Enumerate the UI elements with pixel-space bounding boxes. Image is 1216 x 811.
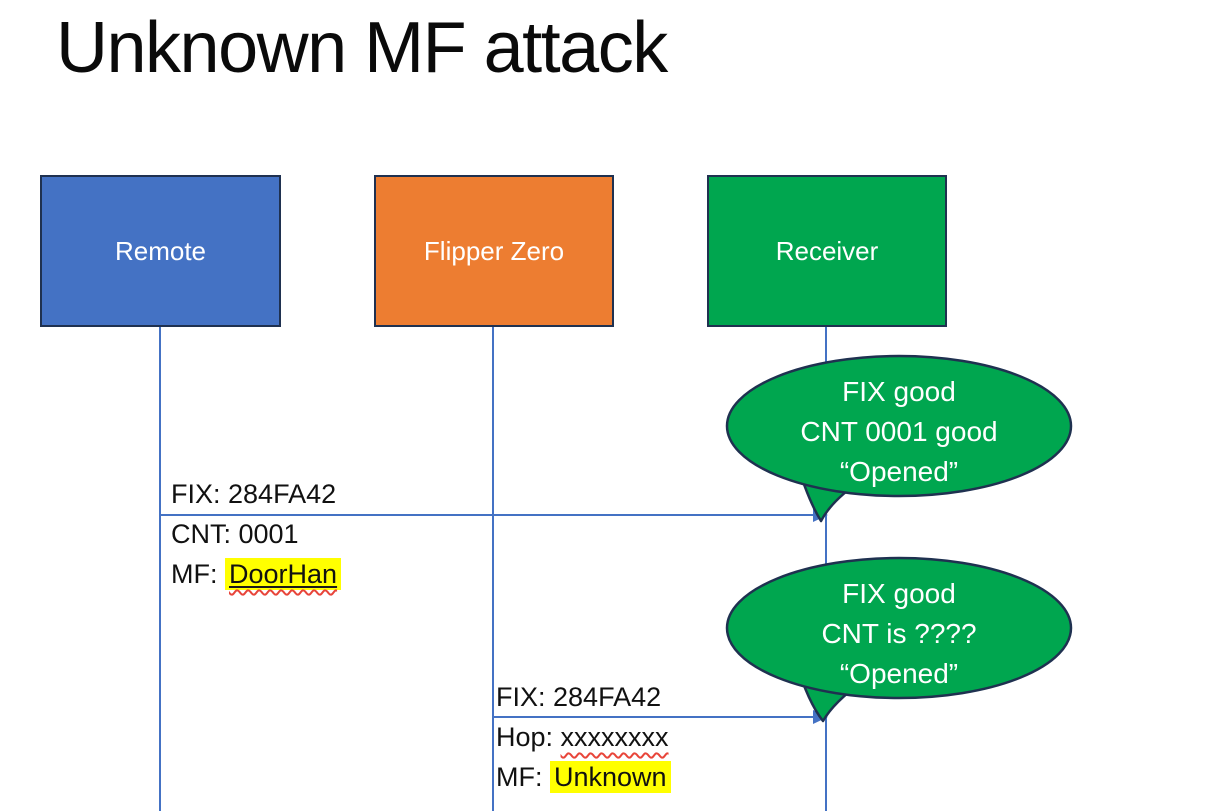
message-line: MF: Unknown — [496, 757, 671, 797]
actor-label-receiver: Receiver — [775, 235, 879, 266]
actor-box-receiver: Receiver — [707, 175, 947, 327]
field-value: 0001 — [238, 519, 299, 549]
bubble-line: CNT 0001 good — [800, 416, 998, 447]
speech-bubble-2 — [725, 556, 1073, 723]
message-label-remote-to-receiver: FIX: 284FA42 CNT: 0001 MF: DoorHan — [171, 474, 342, 594]
field-value: xxxxxxxx — [560, 722, 669, 752]
lifeline-remote — [159, 327, 161, 811]
spellcheck-squiggle: DoorHan — [225, 558, 342, 590]
actor-box-flipper-zero: Flipper Zero — [374, 175, 614, 327]
speech-bubble-1 — [725, 354, 1073, 523]
bubble-line: “Opened” — [839, 658, 959, 689]
field-prefix: Hop: — [496, 722, 561, 752]
message-line: FIX: 284FA42 — [171, 474, 341, 514]
speech-bubble-ellipse — [725, 556, 1073, 700]
bubble-line: FIX good — [842, 376, 956, 407]
message-line: Hop: xxxxxxxx — [496, 717, 671, 757]
slide-title: Unknown MF attack — [56, 8, 668, 88]
field-prefix: FIX: — [171, 479, 229, 509]
speech-bubble-1-text: FIX good CNT 0001 good “Opened” — [727, 372, 1071, 492]
field-value-highlighted: DoorHan — [225, 558, 342, 590]
field-prefix: MF: — [496, 762, 550, 792]
actor-label-flipper-zero: Flipper Zero — [423, 235, 565, 266]
field-value: 284FA42 — [228, 479, 337, 509]
speech-bubble-2-text: FIX good CNT is ???? “Opened” — [727, 574, 1071, 694]
bubble-line: “Opened” — [839, 456, 959, 487]
field-value: 284FA42 — [553, 682, 662, 712]
actor-box-remote: Remote — [40, 175, 281, 327]
message-line: FIX: 284FA42 — [496, 677, 671, 717]
field-prefix: FIX: — [496, 682, 554, 712]
message-line: MF: DoorHan — [171, 554, 342, 594]
field-prefix: CNT: — [171, 519, 239, 549]
speech-bubble-ellipse — [725, 354, 1073, 498]
actor-label-remote: Remote — [114, 235, 207, 266]
spellcheck-squiggle: xxxxxxxx — [561, 722, 669, 752]
lifeline-flipper-zero — [492, 327, 494, 811]
field-value-highlighted: Unknown — [550, 761, 671, 793]
message-label-flipper-to-receiver: FIX: 284FA42 Hop: xxxxxxxx MF: Unknown — [496, 677, 671, 797]
message-arrow-flipper-to-receiver — [493, 716, 814, 718]
field-prefix: MF: — [171, 559, 225, 589]
message-line: CNT: 0001 — [171, 514, 341, 554]
bubble-line: FIX good — [842, 578, 956, 609]
message-arrow-remote-to-receiver — [160, 514, 814, 516]
bubble-line: CNT is ???? — [821, 618, 977, 649]
